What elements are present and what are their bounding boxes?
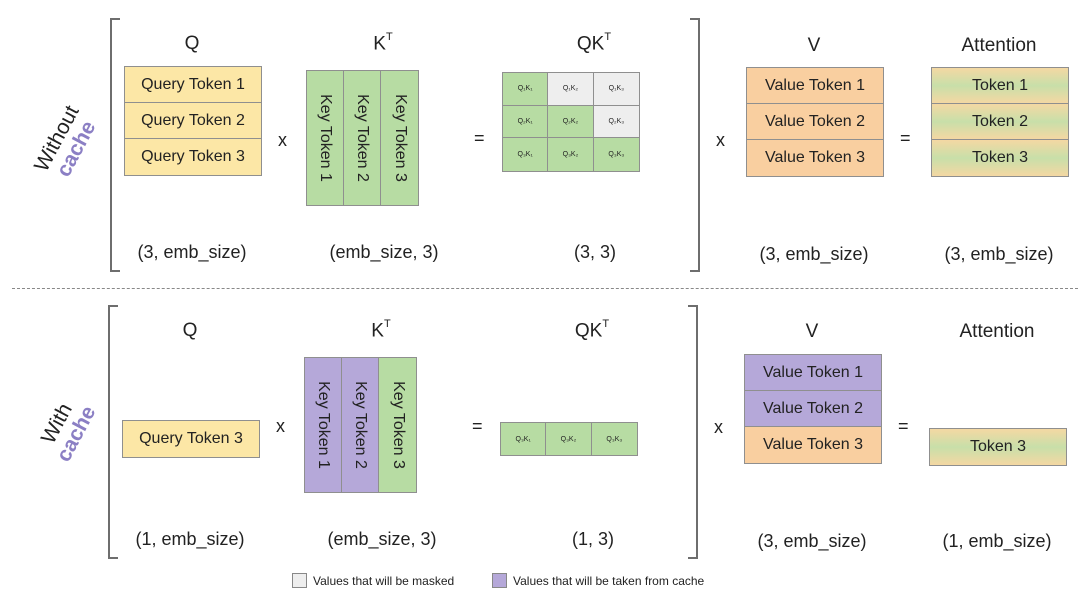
- qk-cell: Q₂K₂: [548, 105, 594, 139]
- legend-masked-label: Values that will be masked: [313, 573, 455, 588]
- header-k-letter: K: [591, 33, 605, 55]
- key-token-column: Key Token 2: [344, 71, 381, 205]
- qk-cell: Q₃K₂: [546, 423, 592, 455]
- key-matrix-top: Key Token 1 Key Token 2 Key Token 3: [306, 70, 419, 206]
- key-token-label: Key Token 2: [354, 94, 372, 182]
- header-q-top: Q: [184, 33, 200, 54]
- dim-q-bottom: (1, emb_size): [135, 529, 245, 549]
- value-token-cell: Value Token 2: [747, 104, 883, 140]
- header-k-letter: K: [589, 320, 603, 342]
- multiply-sign: x: [276, 416, 285, 436]
- key-matrix-bottom: Key Token 1 Key Token 2 Key Token 3: [304, 357, 417, 493]
- qk-matrix-bottom: Q₃K₁ Q₃K₂ Q₃K₃: [500, 422, 638, 456]
- header-attention-bottom: Attention: [959, 321, 1035, 342]
- qk-cell: Q₁K₁: [503, 73, 549, 106]
- legend-swatch-cached: [492, 573, 507, 588]
- header-attention-top: Attention: [961, 35, 1037, 56]
- equals-sign: =: [474, 128, 485, 148]
- dim-q-top: (3, emb_size): [137, 242, 247, 262]
- header-q-letter: Q: [576, 33, 592, 55]
- key-token-column-cached: Key Token 2: [342, 358, 379, 492]
- value-token-cell: Value Token 3: [747, 140, 883, 176]
- value-token-cell: Value Token 3: [745, 427, 881, 463]
- query-matrix-top: Query Token 1 Query Token 2 Query Token …: [124, 66, 262, 176]
- bracket-left-top: [110, 18, 120, 272]
- qk-cell: Q₃K₁: [501, 423, 547, 455]
- header-t-sup: T: [383, 318, 391, 330]
- dim-v-top: (3, emb_size): [759, 244, 869, 264]
- dim-k-bottom: (emb_size, 3): [327, 529, 437, 549]
- key-token-label: Key Token 2: [352, 381, 370, 469]
- row-label-with-cache: With cache: [19, 366, 114, 493]
- header-t-sup: T: [385, 31, 393, 43]
- header-v-bottom: V: [805, 321, 819, 342]
- bracket-right-bottom: [688, 305, 698, 559]
- header-q-letter: Q: [574, 320, 590, 342]
- value-matrix-bottom: Value Token 1 Value Token 2 Value Token …: [744, 354, 882, 464]
- query-matrix-bottom: Query Token 3: [122, 420, 260, 458]
- attention-token-cell: Token 3: [932, 140, 1068, 176]
- attention-matrix-bottom: Token 3: [929, 428, 1067, 466]
- header-t-sup: T: [602, 318, 610, 330]
- header-k-letter: K: [373, 33, 386, 55]
- legend-cached-label: Values that will be taken from cache: [513, 573, 705, 588]
- qk-cell: Q₂K₁: [503, 105, 549, 139]
- key-token-label: Key Token 3: [391, 94, 409, 182]
- query-token-cell: Query Token 3: [125, 139, 261, 175]
- value-matrix-top: Value Token 1 Value Token 2 Value Token …: [746, 67, 884, 177]
- qk-cell-masked: Q₂K₃: [593, 105, 639, 139]
- dim-attention-bottom: (1, emb_size): [942, 531, 1052, 551]
- dim-qk-bottom: (1, 3): [571, 529, 614, 549]
- equals-sign: =: [472, 416, 483, 436]
- value-token-cell: Value Token 1: [747, 68, 883, 104]
- section-divider: [12, 288, 1078, 289]
- query-token-cell: Query Token 3: [123, 421, 259, 457]
- attention-matrix-top: Token 1 Token 2 Token 3: [931, 67, 1069, 177]
- qk-cell: Q₃K₃: [593, 138, 639, 171]
- key-token-column-cached: Key Token 1: [305, 358, 342, 492]
- key-token-column: Key Token 3: [379, 358, 416, 492]
- key-token-label: Key Token 3: [389, 381, 407, 469]
- bracket-right-top: [690, 18, 700, 272]
- dim-v-bottom: (3, emb_size): [757, 531, 867, 551]
- header-t-sup: T: [604, 31, 612, 43]
- header-v-top: V: [807, 35, 821, 56]
- attention-token-cell: Token 2: [932, 104, 1068, 140]
- value-token-cell-cached: Value Token 1: [745, 355, 881, 391]
- legend-masked: Values that will be masked: [292, 573, 454, 588]
- multiply-sign: x: [278, 130, 287, 150]
- legend-swatch-masked: [292, 573, 307, 588]
- dim-attention-top: (3, emb_size): [944, 244, 1054, 264]
- header-kt-top: KT: [323, 31, 443, 55]
- qk-cell: Q₃K₂: [548, 138, 594, 171]
- equals-sign: =: [900, 128, 911, 148]
- key-token-column: Key Token 1: [307, 71, 344, 205]
- key-token-label: Key Token 1: [317, 94, 335, 182]
- qk-cell-masked: Q₁K₂: [548, 73, 594, 106]
- attention-token-cell: Token 3: [930, 429, 1066, 465]
- attention-token-cell: Token 1: [932, 68, 1068, 104]
- query-token-cell: Query Token 2: [125, 103, 261, 139]
- key-token-label: Key Token 1: [315, 381, 333, 469]
- row-label-without-cache: Without cache: [19, 81, 114, 208]
- qk-cell-masked: Q₁K₃: [593, 73, 639, 106]
- dim-k-top: (emb_size, 3): [329, 242, 439, 262]
- header-qkt-bottom: QKT: [532, 318, 652, 342]
- dim-qk-top: (3, 3): [573, 242, 616, 262]
- multiply-sign: x: [714, 417, 723, 437]
- header-k-letter: K: [371, 320, 384, 342]
- key-token-column: Key Token 3: [381, 71, 418, 205]
- value-token-cell-cached: Value Token 2: [745, 391, 881, 427]
- header-qkt-top: QKT: [534, 31, 654, 55]
- header-kt-bottom: KT: [321, 318, 441, 342]
- bracket-left-bottom: [108, 305, 118, 559]
- qk-cell: Q₃K₃: [591, 423, 637, 455]
- qk-matrix-top: Q₁K₁ Q₁K₂ Q₁K₃ Q₂K₁ Q₂K₂ Q₂K₃ Q₃K₁ Q₃K₂ …: [502, 72, 640, 172]
- header-q-bottom: Q: [182, 320, 198, 341]
- qk-cell: Q₃K₁: [503, 138, 549, 171]
- equals-sign: =: [898, 416, 909, 436]
- query-token-cell: Query Token 1: [125, 67, 261, 103]
- legend-cached: Values that will be taken from cache: [492, 573, 704, 588]
- multiply-sign: x: [716, 130, 725, 150]
